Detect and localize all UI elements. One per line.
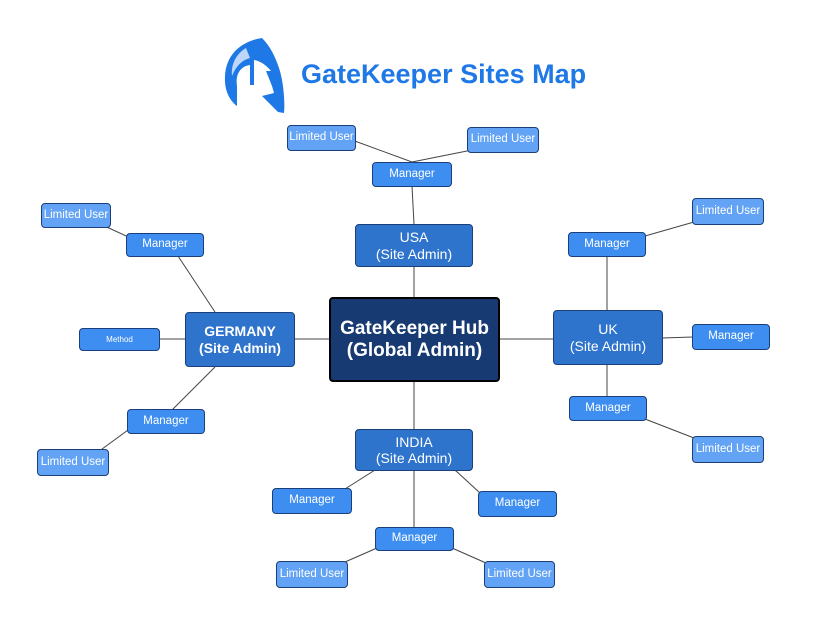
connector-usa-user-left xyxy=(351,139,413,163)
connector-germany-manager-bottom xyxy=(171,366,216,411)
connector-india-user-left xyxy=(344,547,378,563)
connector-germany-user-bottom xyxy=(97,429,129,453)
site-node-india[interactable]: INDIA (Site Admin) xyxy=(355,429,473,471)
connector-germany-manager-top xyxy=(177,255,216,313)
hub-title: GateKeeper Hub xyxy=(340,317,489,339)
limited-user-node-india-left[interactable]: Limited User xyxy=(276,561,348,588)
limited-user-node-india-right[interactable]: Limited User xyxy=(484,561,555,588)
limited-user-node-usa-left[interactable]: Limited User xyxy=(287,125,356,151)
manager-node-india-left[interactable]: Manager xyxy=(272,488,352,514)
spartan-helmet-icon xyxy=(224,38,285,113)
manager-node-uk-bottom[interactable]: Manager xyxy=(569,396,647,421)
limited-user-node-germany-bottom[interactable]: Limited User xyxy=(37,449,109,476)
site-name: INDIA xyxy=(395,433,433,450)
site-role: (Site Admin) xyxy=(375,450,453,466)
site-name: UK xyxy=(598,321,618,338)
manager-node-usa[interactable]: Manager xyxy=(372,162,452,187)
connector-india-manager-left xyxy=(344,469,376,490)
manager-node-india-right[interactable]: Manager xyxy=(478,491,557,517)
manager-node-uk-right[interactable]: Manager xyxy=(692,324,770,350)
connector-uk-manager-right xyxy=(661,336,694,339)
site-role: (Site Admin) xyxy=(375,245,453,262)
site-name: USA xyxy=(399,229,429,246)
limited-user-node-uk-bottom[interactable]: Limited User xyxy=(692,436,764,463)
connector-uk-user-bottom xyxy=(644,418,695,439)
limited-user-node-germany-top[interactable]: Limited User xyxy=(41,203,111,228)
manager-node-germany-top[interactable]: Manager xyxy=(126,233,204,257)
connector-usa-manager xyxy=(411,185,415,225)
hub-node[interactable]: GateKeeper Hub (Global Admin) xyxy=(329,297,500,382)
manager-node-uk-top[interactable]: Manager xyxy=(568,232,646,257)
connector-india-user-right xyxy=(451,547,487,564)
limited-user-node-uk-top[interactable]: Limited User xyxy=(692,198,764,225)
connector-uk-user-top xyxy=(644,221,695,237)
method-node-germany[interactable]: Method xyxy=(79,328,160,351)
site-node-germany[interactable]: GERMANY (Site Admin) xyxy=(185,312,295,367)
manager-node-india-bottom[interactable]: Manager xyxy=(375,527,454,551)
site-node-uk[interactable]: UK (Site Admin) xyxy=(553,310,663,365)
hub-subtitle: (Global Admin) xyxy=(346,339,483,361)
site-role: (Site Admin) xyxy=(199,339,281,356)
site-name: GERMANY xyxy=(204,323,276,340)
connector-india-manager-right xyxy=(454,469,481,494)
limited-user-node-usa-right[interactable]: Limited User xyxy=(467,127,539,153)
site-role: (Site Admin) xyxy=(569,337,647,354)
page-title: GateKeeper Sites Map xyxy=(301,59,587,89)
site-node-usa[interactable]: USA (Site Admin) xyxy=(355,224,473,267)
connector-usa-user-right xyxy=(411,149,473,163)
manager-node-germany-bottom[interactable]: Manager xyxy=(127,409,205,434)
